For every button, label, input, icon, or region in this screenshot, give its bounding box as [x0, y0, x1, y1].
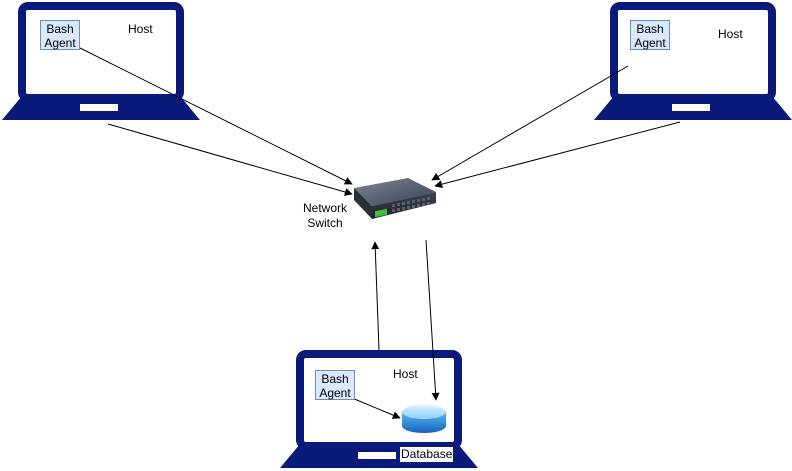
edge-agent1-to-switch — [77, 46, 353, 185]
bash-agent-box: Bash Agent — [630, 20, 670, 50]
edge-host3-to-switch — [371, 241, 380, 351]
edge-host2-to-switch — [434, 121, 681, 189]
bash-agent-box: Bash Agent — [40, 20, 80, 50]
bash-agent-box: Bash Agent — [315, 370, 355, 400]
database-icon — [402, 405, 446, 433]
laptop-icon — [2, 2, 200, 120]
edge-switch-to-database — [425, 239, 440, 401]
edge-host1-to-switch — [107, 123, 353, 196]
network-switch-label: Network Switch — [302, 201, 347, 230]
laptop-icon — [594, 2, 792, 120]
edge-agent2-to-switch — [431, 65, 629, 181]
network-switch-icon — [354, 178, 436, 219]
host-label: Host — [393, 367, 418, 381]
host-label: Host — [128, 22, 153, 36]
database-label: Database — [400, 447, 454, 462]
edge-agent3-to-database — [351, 397, 401, 419]
host-label: Host — [718, 27, 743, 41]
